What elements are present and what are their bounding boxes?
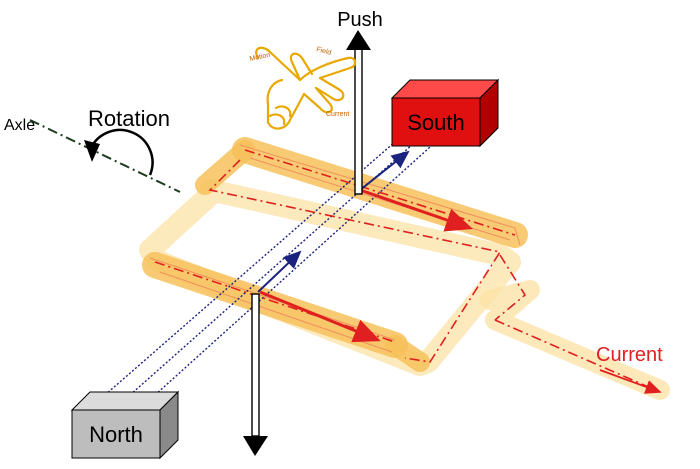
coil-glow <box>139 137 670 400</box>
push-label: Push <box>337 9 383 31</box>
axle-label: Axle <box>4 117 35 134</box>
push-arrow-icon <box>346 30 371 195</box>
south-magnet: South <box>390 78 500 148</box>
hand-motion-label: Motion <box>249 52 271 63</box>
down-force-arrow <box>243 293 268 456</box>
rotation-arrow-icon <box>84 128 154 176</box>
current-label: Current <box>596 344 663 366</box>
north-magnet: North <box>70 390 180 460</box>
hand-current-label: Current <box>326 111 349 118</box>
current-arrows <box>259 188 662 394</box>
left-hand-rule-icon <box>255 46 357 130</box>
hand-field-label: Field <box>315 46 332 57</box>
magnetic-field-lines <box>104 119 461 396</box>
field-arrows <box>257 150 410 293</box>
south-label: South <box>407 110 465 135</box>
north-label: North <box>89 422 143 447</box>
rotation-label: Rotation <box>88 106 170 131</box>
axle-line <box>29 119 181 193</box>
